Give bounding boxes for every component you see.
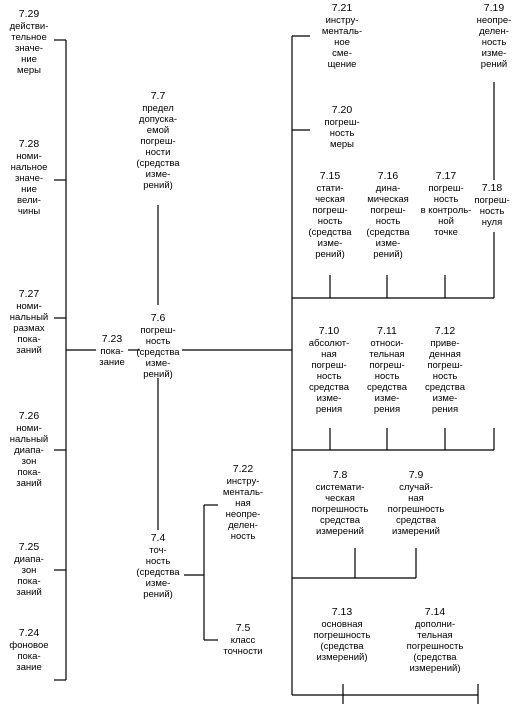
term-label: пока- зание xyxy=(99,346,125,368)
term-number: 7.16 xyxy=(377,170,399,182)
term-number: 7.15 xyxy=(319,170,341,182)
term-label: предел допуска- емой погреш- ности (сред… xyxy=(136,103,180,191)
term-label: погреш- ность (средства изме- рений) xyxy=(136,325,180,380)
term-label: инстру- менталь- ное сме- щение xyxy=(321,15,363,70)
term-number: 7.21 xyxy=(331,2,353,14)
term-number: 7.17 xyxy=(435,170,457,182)
term-number: 7.29 xyxy=(18,8,40,20)
term-7-13: 7.13 основная погрешность (средства изме… xyxy=(298,606,386,663)
term-label: погреш- ность меры xyxy=(324,117,360,150)
term-number: 7.12 xyxy=(434,325,456,337)
term-number: 7.7 xyxy=(150,90,166,102)
term-label: системати- ческая погрешность средства и… xyxy=(311,482,369,537)
term-7-16: 7.16 дина- мическая погреш- ность (средс… xyxy=(358,170,418,260)
term-label: номи- нальный диапа- зон пока- заний xyxy=(9,423,49,489)
term-label: дина- мическая погреш- ность (средства и… xyxy=(366,183,410,260)
term-7-21: 7.21 инстру- менталь- ное сме- щение xyxy=(310,2,374,70)
term-label: основная погрешность (средства измерений… xyxy=(313,619,371,663)
term-label: класс точности xyxy=(223,635,263,657)
term-label: фоновое пока- зание xyxy=(9,640,49,673)
term-number: 7.8 xyxy=(332,469,348,481)
term-7-29: 7.29 действи- тельное значе- ние меры xyxy=(4,8,54,76)
term-7-4: 7.4 точ- ность (средства изме- рений) xyxy=(126,532,190,600)
term-number: 7.27 xyxy=(18,288,40,300)
term-7-23: 7.23 пока- зание xyxy=(94,333,130,368)
term-7-6: 7.6 погреш- ность (средства изме- рений) xyxy=(126,312,190,380)
term-number: 7.23 xyxy=(101,333,123,345)
term-number: 7.6 xyxy=(150,312,166,324)
term-number: 7.11 xyxy=(377,325,397,337)
term-7-19: 7.19 неопре- делен- ность изме- рений xyxy=(466,2,515,70)
term-label: неопре- делен- ность изме- рений xyxy=(476,15,512,70)
term-7-17: 7.17 погреш- ность в контроль- ной точке xyxy=(412,170,480,238)
term-label: инстру- менталь- ная неопре- делен- ност… xyxy=(222,476,264,542)
term-label: точ- ность (средства изме- рений) xyxy=(136,545,180,600)
term-number: 7.14 xyxy=(424,606,446,618)
term-label: номи- нальное значе- ние вели- чины xyxy=(10,151,48,217)
term-7-11: 7.11 относи- тельная погреш- ность средс… xyxy=(356,325,418,415)
term-7-14: 7.14 дополни- тельная погрешность (средс… xyxy=(390,606,480,674)
term-7-10: 7.10 абсолют- ная погреш- ность средства… xyxy=(298,325,360,415)
term-label: диапа- зон пока- заний xyxy=(14,554,44,598)
term-number: 7.5 xyxy=(235,622,251,634)
term-number: 7.4 xyxy=(150,532,166,544)
term-label: действи- тельное значе- ние меры xyxy=(9,21,49,76)
term-number: 7.24 xyxy=(18,627,40,639)
term-number: 7.26 xyxy=(18,410,40,422)
term-label: стати- ческая погреш- ность (средства из… xyxy=(308,183,352,260)
term-7-12: 7.12 приве- денная погреш- ность средств… xyxy=(414,325,476,415)
term-number: 7.18 xyxy=(481,182,503,194)
term-7-8: 7.8 системати- ческая погрешность средст… xyxy=(302,469,378,537)
term-number: 7.25 xyxy=(18,541,40,553)
term-number: 7.13 xyxy=(331,606,353,618)
term-7-28: 7.28 номи- нальное значе- ние вели- чины xyxy=(4,138,54,217)
term-7-20: 7.20 погреш- ность меры xyxy=(310,104,374,150)
term-7-7: 7.7 предел допуска- емой погреш- ности (… xyxy=(126,90,190,191)
term-label: погреш- ность в контроль- ной точке xyxy=(420,183,472,238)
term-7-18: 7.18 погреш- ность нуля xyxy=(468,182,515,228)
term-label: дополни- тельная погрешность (средства и… xyxy=(406,619,464,674)
term-label: погреш- ность нуля xyxy=(474,195,510,228)
term-7-5: 7.5 класс точности xyxy=(214,622,272,657)
term-label: номи- нальный размах пока- заний xyxy=(9,301,49,356)
term-number: 7.20 xyxy=(331,104,353,116)
term-number: 7.19 xyxy=(483,2,505,14)
term-7-25: 7.25 диапа- зон пока- заний xyxy=(4,541,54,598)
term-7-27: 7.27 номи- нальный размах пока- заний xyxy=(4,288,54,356)
term-label: приве- денная погреш- ность средства изм… xyxy=(425,338,465,415)
term-number: 7.22 xyxy=(232,463,254,475)
term-7-26: 7.26 номи- нальный диапа- зон пока- зани… xyxy=(4,410,54,489)
term-7-24: 7.24 фоновое пока- зание xyxy=(4,627,54,673)
term-label: абсолют- ная погреш- ность средства изме… xyxy=(308,338,350,415)
term-label: случай- ная погрешность средства измерен… xyxy=(387,482,445,537)
term-7-15: 7.15 стати- ческая погреш- ность (средст… xyxy=(300,170,360,260)
term-label: относи- тельная погреш- ность средства и… xyxy=(367,338,407,415)
term-7-9: 7.9 случай- ная погрешность средства изм… xyxy=(378,469,454,537)
term-number: 7.10 xyxy=(318,325,340,337)
term-7-22: 7.22 инстру- менталь- ная неопре- делен-… xyxy=(214,463,272,542)
term-number: 7.9 xyxy=(408,469,424,481)
term-number: 7.28 xyxy=(18,138,40,150)
